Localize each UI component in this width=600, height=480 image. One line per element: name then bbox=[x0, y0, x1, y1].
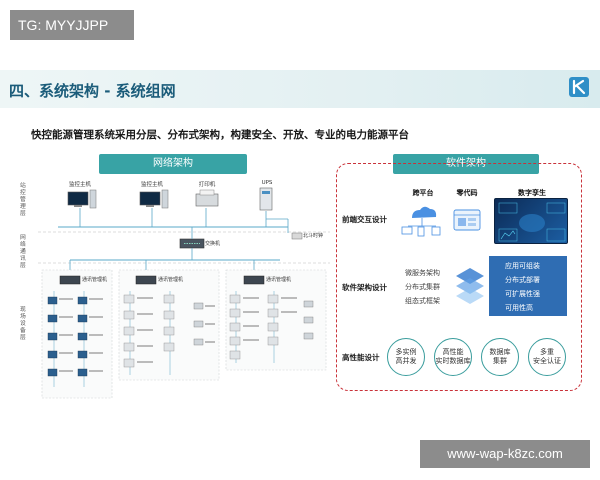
digital-twin-screen bbox=[494, 198, 568, 244]
gateway-label: 通讯管理机 bbox=[158, 277, 184, 283]
row-label-front: 前端交互设计 bbox=[342, 215, 387, 224]
gateway-label: 通讯管理机 bbox=[266, 277, 292, 283]
gateway-icon bbox=[135, 275, 157, 285]
arch-left-item: 微服务架构 bbox=[405, 269, 440, 277]
zero-code-window-icon bbox=[453, 209, 481, 231]
row-label-arch: 软件架构设计 bbox=[342, 283, 387, 292]
device-label: UPS bbox=[261, 180, 273, 186]
perf-circle-db-cluster: 数据库集群 bbox=[481, 338, 519, 376]
arch-left-item: 分布式集群 bbox=[405, 283, 440, 291]
layer-label-network: 网络通讯层 bbox=[20, 235, 26, 269]
watermark-top: TG: MYYJJPP bbox=[10, 10, 134, 40]
printer-icon bbox=[195, 189, 219, 207]
gps-label: 北斗时钟 bbox=[303, 233, 324, 239]
network-diagram: 站控管理层 网络通讯层 现场设备层 监控主机 监控主机 打印机 UPS 北斗时钟… bbox=[20, 175, 330, 400]
device-label: 监控主机 bbox=[68, 182, 91, 188]
layer-label-field: 现场设备层 bbox=[20, 307, 26, 341]
tab-network-architecture: 网络架构 bbox=[99, 154, 247, 174]
device-label: 打印机 bbox=[198, 182, 216, 188]
ups-icon bbox=[259, 187, 273, 211]
gateway-label: 通讯管理机 bbox=[82, 277, 108, 283]
brand-logo-icon bbox=[569, 77, 589, 97]
switch-icon bbox=[179, 238, 205, 249]
arch-right-item: 应用可组装 bbox=[505, 262, 540, 270]
digital-twin-graphic bbox=[498, 202, 566, 242]
arch-right-box: 应用可组装 分布式部署 可扩展性强 可用性高 bbox=[489, 256, 567, 316]
cloud-devices-icon bbox=[401, 206, 441, 237]
front-item-cross-platform: 跨平台 bbox=[412, 189, 434, 197]
slide-title: 四、系统架构 - 系统组网 bbox=[9, 82, 176, 100]
perf-circle-realtime-db: 高性能实时数据库 bbox=[434, 338, 472, 376]
perf-circle-security: 多重安全认证 bbox=[528, 338, 566, 376]
arch-layers-icon bbox=[456, 268, 484, 304]
network-diagram-svg bbox=[38, 187, 330, 399]
watermark-bottom: www-wap-k8zc.com bbox=[420, 440, 590, 468]
arch-right-item: 分布式部署 bbox=[505, 276, 540, 284]
arch-left-item: 组态式框架 bbox=[405, 297, 440, 305]
monitor-host-icon bbox=[67, 189, 97, 209]
switch-label: 交换机 bbox=[205, 241, 221, 247]
layer-label-station: 站控管理层 bbox=[20, 183, 26, 217]
arch-right-item: 可用性高 bbox=[505, 304, 533, 312]
arch-right-item: 可扩展性强 bbox=[505, 290, 540, 298]
device-label: 监控主机 bbox=[140, 182, 163, 188]
front-item-digital-twin: 数字孪生 bbox=[518, 189, 546, 197]
slide-subtitle: 快控能源管理系统采用分层、分布式架构，构建安全、开放、专业的电力能源平台 bbox=[31, 129, 409, 141]
gateway-icon bbox=[243, 275, 265, 285]
front-item-zero-code: 零代码 bbox=[456, 189, 478, 197]
header-band bbox=[0, 70, 600, 108]
gps-clock-icon bbox=[291, 232, 303, 240]
row-label-perf: 高性能设计 bbox=[342, 353, 380, 362]
software-architecture-panel bbox=[336, 163, 582, 391]
perf-circle-concurrency: 多实例高并发 bbox=[387, 338, 425, 376]
monitor-host-icon bbox=[139, 189, 169, 209]
gateway-icon bbox=[59, 275, 81, 285]
